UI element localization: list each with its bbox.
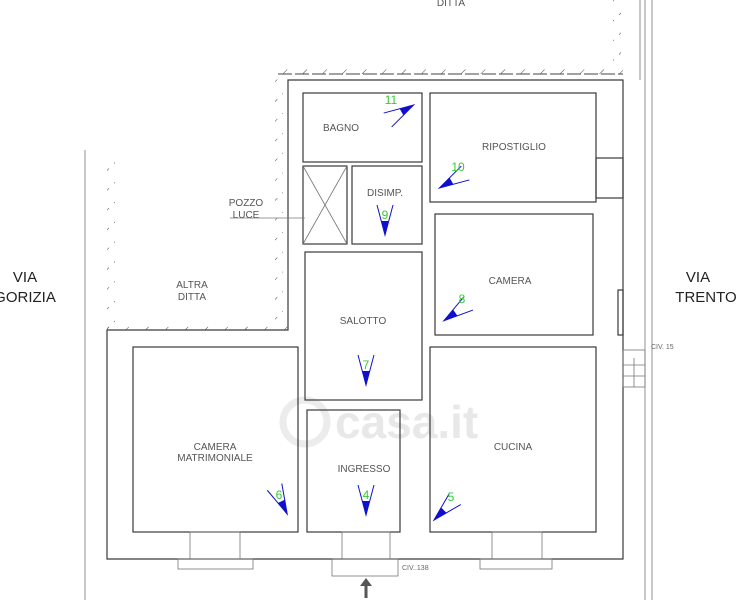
svg-text:LUCE: LUCE: [233, 210, 260, 221]
photo-marker-number: 5: [448, 490, 455, 504]
room-camera-matrimoniale: [132, 346, 299, 533]
outer-wall: [106, 79, 624, 560]
photo-marker-5: [432, 492, 462, 522]
svg-text:CAMERA: CAMERA: [194, 442, 237, 453]
room-camera: [434, 213, 594, 336]
svg-text:CUCINA: CUCINA: [494, 442, 533, 453]
svg-text:CIV..138: CIV..138: [402, 565, 429, 572]
photo-marker-number: 8: [459, 292, 466, 306]
photo-marker-7: [357, 354, 375, 387]
photo-marker-4: [357, 484, 375, 517]
watermark: casa.it: [279, 396, 478, 448]
svg-text:casa.it: casa.it: [335, 396, 478, 448]
photo-markers: 4 5 6 7 8 9 10 11: [266, 93, 474, 522]
window-camera: [617, 289, 624, 336]
photo-marker-number: 4: [363, 488, 370, 502]
photo-marker-number: 9: [382, 208, 389, 222]
room-disimpegno: [351, 165, 423, 245]
room-ripostiglio: [429, 92, 597, 203]
svg-text:VIA: VIA: [13, 269, 37, 286]
svg-text:CAMERA: CAMERA: [489, 276, 532, 287]
svg-text:MATRIMONIALE: MATRIMONIALE: [177, 453, 253, 464]
svg-text:CIV. 15: CIV. 15: [651, 344, 674, 351]
photo-marker-10: [437, 165, 470, 189]
svg-text:TRENTO: TRENTO: [675, 289, 736, 306]
svg-text:DITTA: DITTA: [437, 0, 465, 9]
svg-text:BAGNO: BAGNO: [323, 123, 359, 134]
room-salotto: [304, 251, 423, 401]
photo-marker-number: 10: [451, 160, 465, 174]
rooms: [132, 92, 646, 598]
room-bagno: [302, 92, 423, 163]
site-boundaries: [84, 0, 653, 600]
photo-marker-number: 11: [385, 93, 398, 107]
svg-text:VIA: VIA: [686, 269, 710, 286]
svg-text:RIPOSTIGLIO: RIPOSTIGLIO: [482, 142, 546, 153]
photo-marker-11: [383, 104, 416, 128]
photo-marker-number: 7: [363, 358, 370, 372]
photo-marker-6: [266, 483, 289, 516]
svg-text:DITTA: DITTA: [178, 292, 206, 303]
svg-text:POZZO: POZZO: [229, 198, 264, 209]
window-ripostiglio: [595, 157, 624, 199]
svg-text:INGRESSO: INGRESSO: [338, 464, 391, 475]
photo-marker-8: [442, 296, 474, 322]
svg-text:SALOTTO: SALOTTO: [340, 316, 387, 327]
labels: VIA GORIZIA VIA TRENTO DITTA ALTRA DITTA…: [0, 0, 737, 572]
photo-marker-number: 6: [276, 488, 283, 502]
svg-text:ALTRA: ALTRA: [176, 280, 208, 291]
light-well: [302, 165, 348, 245]
svg-text:GORIZIA: GORIZIA: [0, 289, 56, 306]
svg-text:DISIMP.: DISIMP.: [367, 188, 403, 199]
photo-marker-9: [376, 204, 394, 237]
